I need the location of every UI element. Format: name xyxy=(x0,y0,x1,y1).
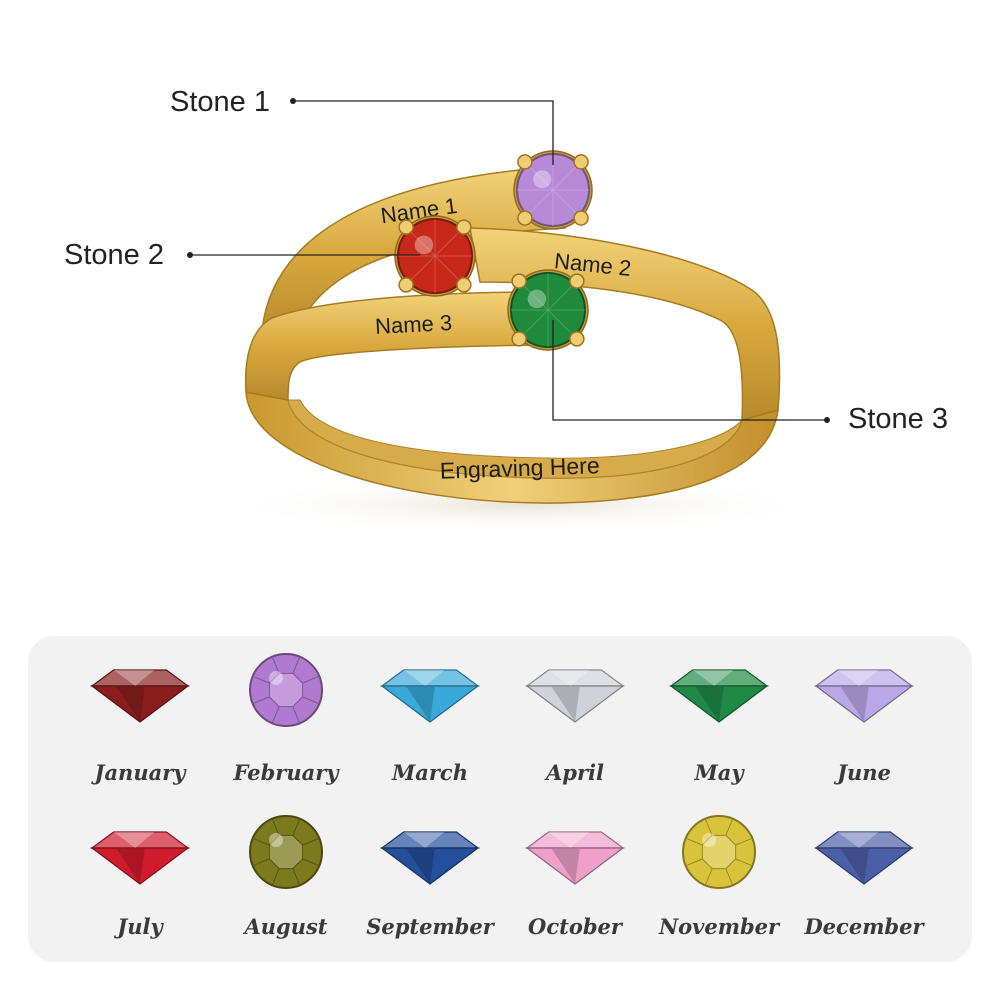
callout-stone-2: Stone 2 xyxy=(64,239,164,271)
month-label: November xyxy=(658,914,780,939)
callout-stone-3: Stone 3 xyxy=(848,403,948,435)
callout-lines xyxy=(187,98,830,423)
birthstone-june xyxy=(814,669,914,723)
birthstone-august xyxy=(249,815,323,889)
birthstone-february xyxy=(249,653,323,727)
month-label: June xyxy=(837,760,891,785)
birthstone-july xyxy=(90,831,190,885)
month-label: September xyxy=(366,914,494,939)
month-label: December xyxy=(804,914,924,939)
month-label: October xyxy=(528,914,622,939)
month-label: March xyxy=(392,760,468,785)
month-label: July xyxy=(117,914,163,939)
stone-settings xyxy=(394,150,593,351)
month-label: May xyxy=(694,760,744,785)
birthstone-may xyxy=(669,669,769,723)
inner-engraving: Engraving Here xyxy=(439,452,600,484)
ring-illustration: Name 1 Name 2 Name 3 Engraving Here xyxy=(187,98,830,533)
birthstone-december xyxy=(814,831,914,885)
stone-3-setting xyxy=(507,269,589,351)
callout-line-3 xyxy=(552,320,827,421)
month-label: February xyxy=(233,760,339,785)
callout-line-1 xyxy=(293,100,554,165)
month-label: January xyxy=(94,760,186,785)
birthstone-september xyxy=(380,831,480,885)
month-label: April xyxy=(546,760,604,785)
birthstone-october xyxy=(525,831,625,885)
month-label: August xyxy=(244,914,328,939)
stone-2-setting xyxy=(394,215,476,297)
birthstone-march xyxy=(380,669,480,723)
band-name-3: Name 3 xyxy=(374,310,452,339)
birthstone-april xyxy=(525,669,625,723)
birthstone-gems xyxy=(90,653,914,889)
callout-stone-1: Stone 1 xyxy=(170,86,270,118)
birthstone-january xyxy=(90,669,190,723)
birthstone-november xyxy=(682,815,756,889)
